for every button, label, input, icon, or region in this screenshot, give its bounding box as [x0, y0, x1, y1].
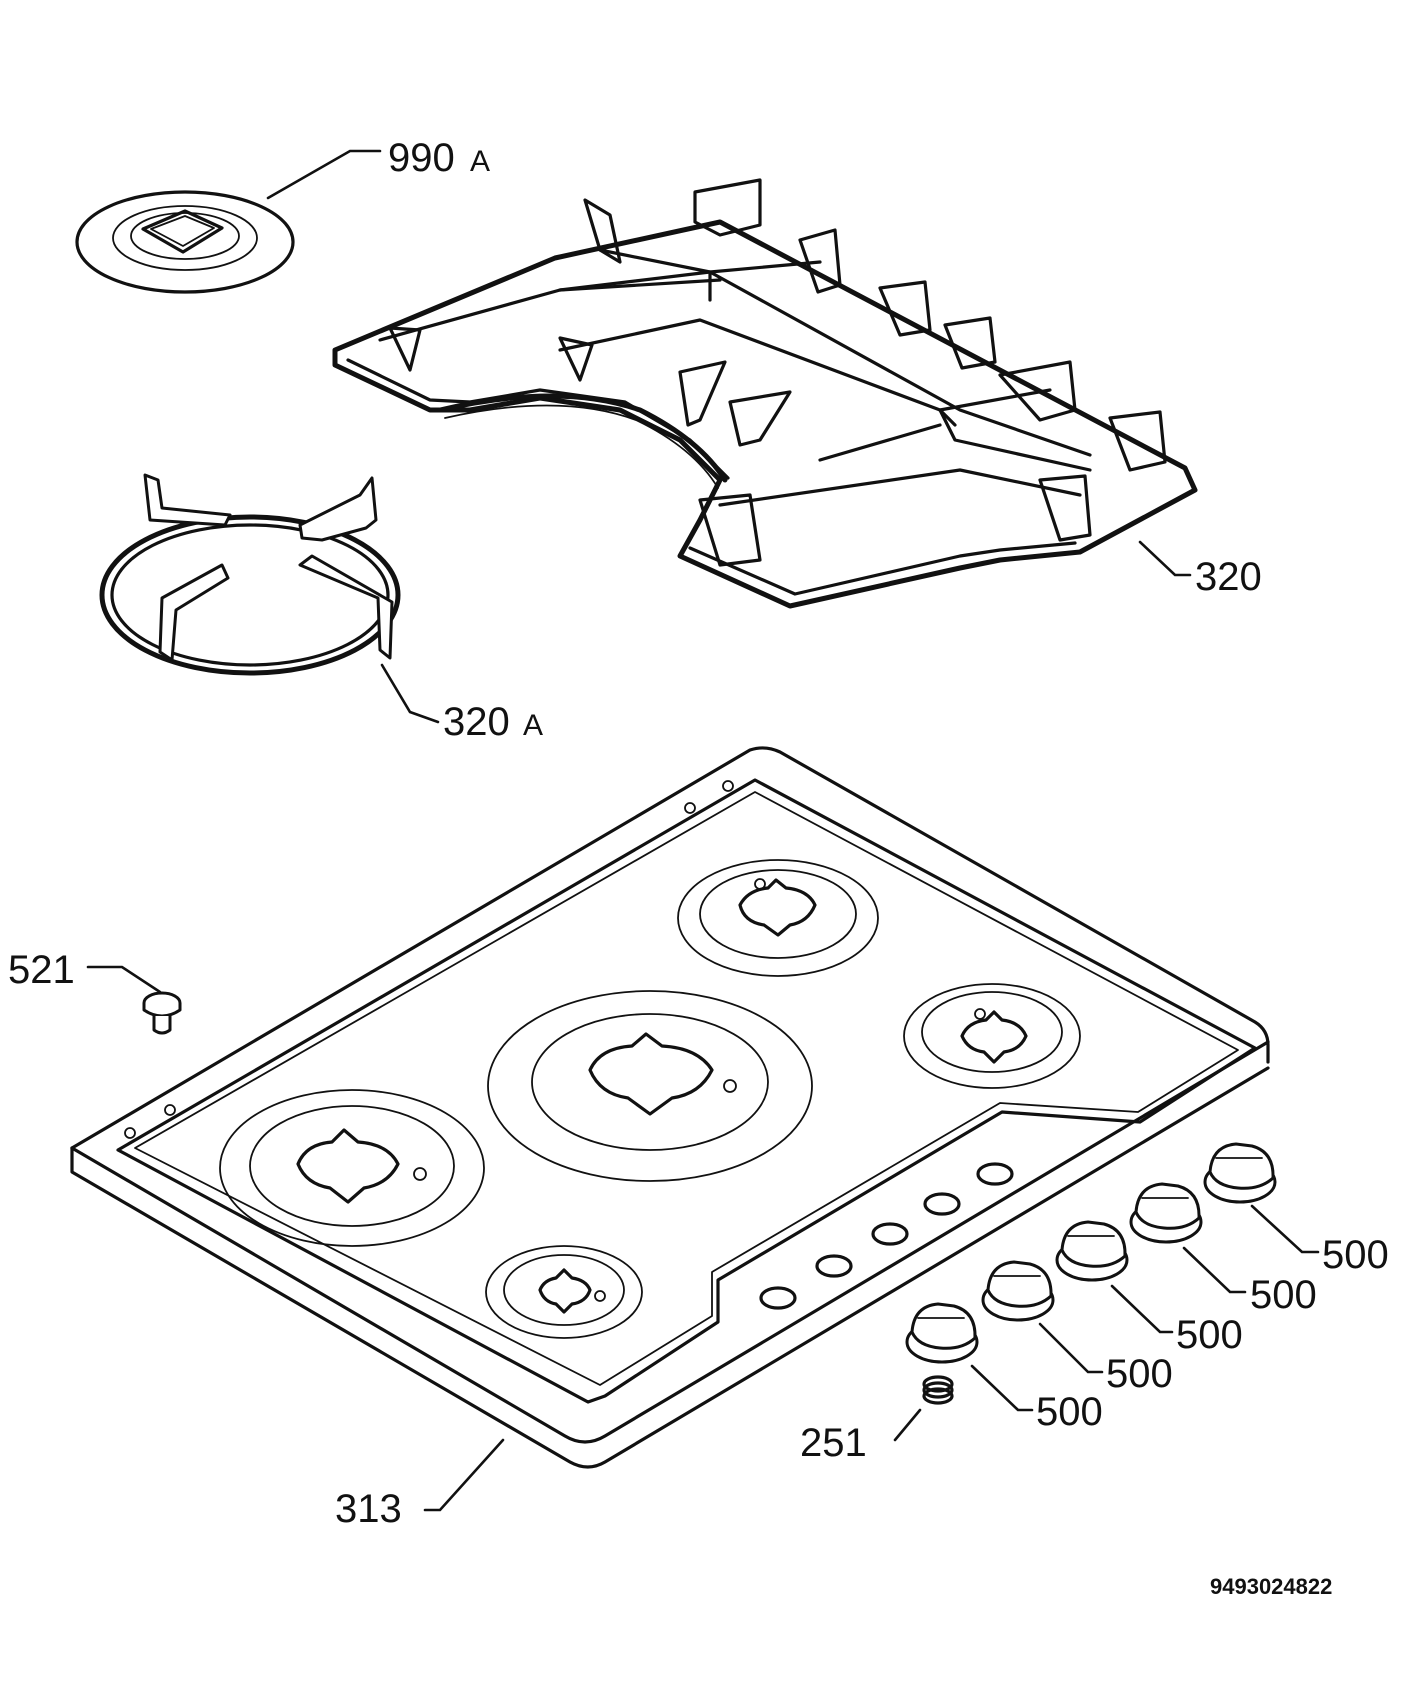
label-500-2: 500	[1106, 1352, 1173, 1396]
label-500-1: 500	[1036, 1390, 1103, 1434]
document-number: 9493024822	[1210, 1574, 1332, 1599]
part-320-pan-support	[332, 178, 1198, 609]
part-521-screw	[142, 991, 182, 1035]
part-320a-wok-support	[99, 473, 401, 676]
leader-251	[893, 1408, 922, 1442]
leader-521	[86, 965, 162, 994]
leader-990a	[266, 149, 382, 200]
leader-500-1	[970, 1364, 1034, 1412]
part-313-top-plate	[70, 746, 1270, 1469]
leader-500-2	[1038, 1322, 1104, 1374]
knob-5	[1203, 1142, 1277, 1204]
part-990a-disc	[75, 190, 295, 294]
label-320a: 320	[443, 700, 510, 744]
leader-320a	[380, 663, 440, 724]
label-990a-suffix: A	[470, 145, 490, 178]
label-251: 251	[800, 1421, 867, 1465]
knob-1	[905, 1302, 979, 1364]
leader-500-3	[1110, 1284, 1174, 1334]
label-990a: 990	[388, 136, 455, 180]
leader-320	[1138, 540, 1192, 577]
leader-500-4	[1182, 1246, 1247, 1294]
label-500-4: 500	[1250, 1273, 1317, 1317]
knob-2	[981, 1260, 1055, 1322]
part-500-knobs	[905, 1142, 1277, 1364]
label-320a-suffix: A	[523, 709, 543, 742]
label-313: 313	[335, 1487, 402, 1531]
leader-313	[423, 1438, 505, 1512]
knob-4	[1129, 1182, 1203, 1244]
label-500-3: 500	[1176, 1313, 1243, 1357]
label-521: 521	[8, 948, 75, 992]
part-251-spring	[922, 1375, 954, 1405]
knob-3	[1055, 1220, 1129, 1282]
leader-500-5	[1250, 1204, 1320, 1254]
label-320: 320	[1195, 555, 1262, 599]
label-500-5: 500	[1322, 1233, 1389, 1277]
